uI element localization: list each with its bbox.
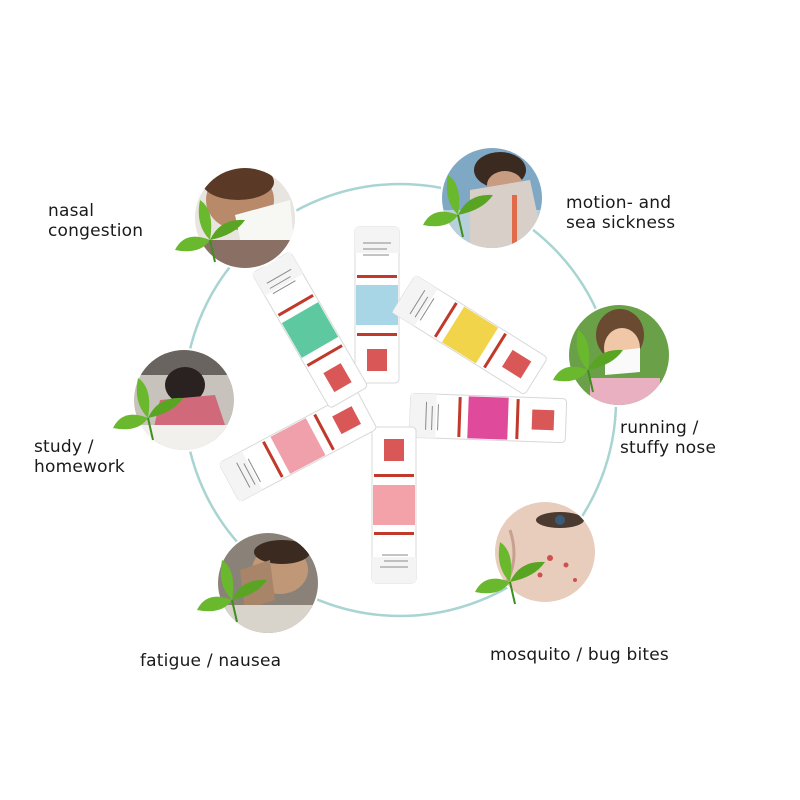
label-line: sea sickness (566, 213, 676, 233)
label-line: congestion (48, 221, 144, 241)
inhaler-stick-pink-bottom (371, 426, 417, 584)
leaf-sprig-study (113, 378, 183, 441)
leaf-sprig-mosquito (475, 542, 545, 605)
label-mosquito-bites: mosquito / bug bites (490, 645, 669, 665)
label-line: nasal (48, 201, 95, 221)
photo-mosquito-bites (493, 500, 597, 604)
label-fatigue-nausea: fatigue / nausea (140, 651, 281, 671)
inhaler-stick-blue (354, 226, 400, 384)
label-study-homework: study / homework (34, 437, 125, 477)
label-running-nose: running / stuffy nose (620, 418, 716, 458)
label-line: stuffy nose (620, 438, 717, 458)
leaf-sprig-motion (423, 175, 493, 238)
label-line: mosquito / bug bites (490, 645, 669, 665)
inhaler-stick-yellow (391, 274, 549, 396)
leaf-sprig-fatigue (197, 560, 267, 623)
photo-running-nose (567, 303, 671, 407)
inhaler-sticks (218, 226, 568, 584)
label-line: study / (34, 437, 94, 457)
inhaler-stick-magenta (408, 392, 568, 444)
label-line: running / (620, 418, 699, 438)
label-nasal-congestion: nasal congestion (48, 201, 143, 241)
inhaler-stick-pink-left (218, 389, 378, 503)
label-line: homework (34, 457, 125, 477)
leaf-sprig-nasal (175, 200, 245, 263)
label-line: motion- and (566, 193, 672, 213)
label-line: fatigue / nausea (140, 651, 282, 671)
label-motion-sickness: motion- and sea sickness (566, 193, 675, 233)
inhaler-stick-green (251, 250, 369, 410)
leaf-sprig-running (553, 330, 623, 393)
